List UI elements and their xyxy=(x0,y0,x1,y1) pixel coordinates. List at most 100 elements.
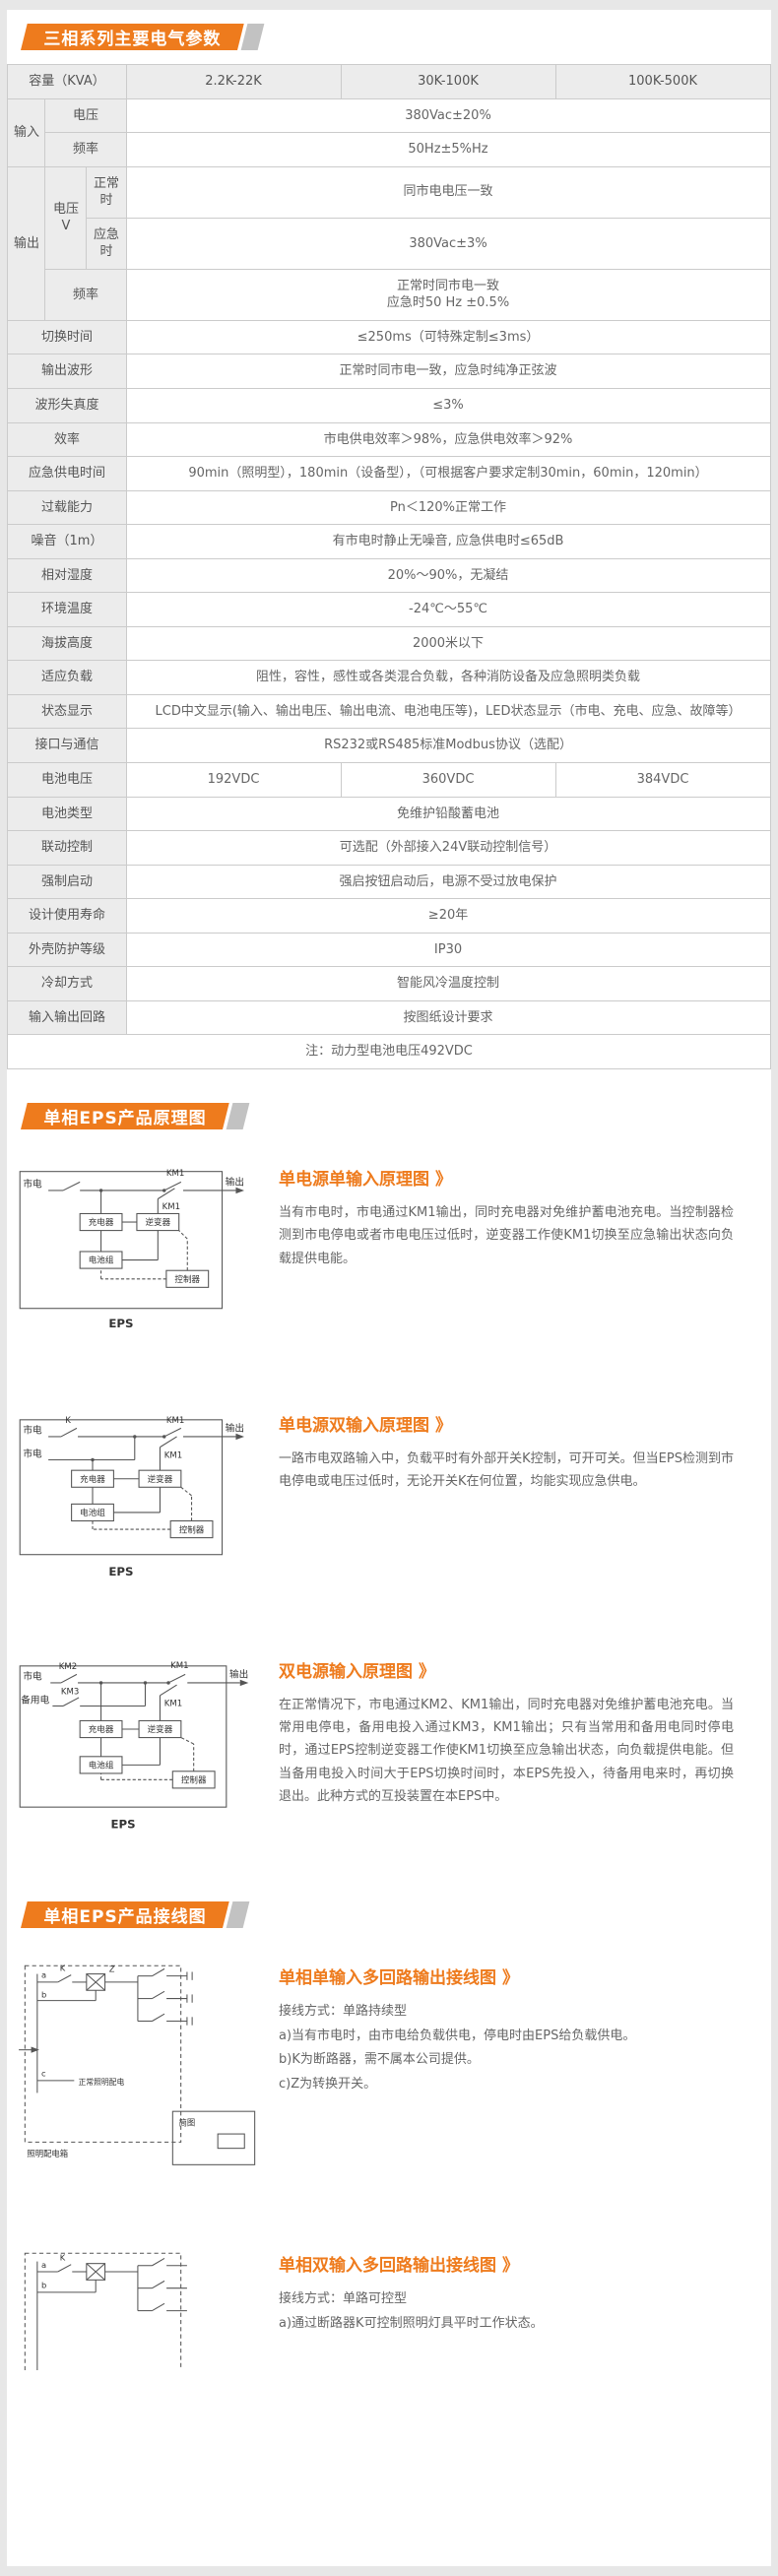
spec-value-cell: 强启按钮启动后，电源不受过放电保护 xyxy=(125,864,771,900)
km2-label: KM2 xyxy=(59,1662,77,1672)
lighting-box-label: 照明配电箱 xyxy=(27,2149,68,2158)
diagram-title-text: 单相双输入多回路输出接线图 xyxy=(279,2255,496,2276)
diagram-title: 单相单输入多回路输出接线图》 xyxy=(279,1964,734,1988)
km1-mid-label: KM1 xyxy=(162,1202,180,1212)
diagram-text-block: 双电源输入原理图》 在正常情况下，市电通过KM2、KM1输出，同时充电器对免维护… xyxy=(265,1647,763,1809)
circuit-diagram: 市电 KM1 KM1 充电器 电池组 逆变器 控制器 输出 EPS xyxy=(17,1155,265,1340)
eps-caption: EPS xyxy=(108,1317,133,1330)
spec-label-cell: 正常时 xyxy=(86,165,127,219)
spec-value-cell: 正常时同市电一致，应急时纯净正弦波 xyxy=(125,354,771,390)
circuit-diagram: 市电 K 市电 KM1 KM1 充电器 电池组 逆变器 控制器 输出 EPS xyxy=(17,1401,265,1586)
spec-value-cell: 380Vac±3% xyxy=(125,217,771,270)
battery-voltage-3: 384VDC xyxy=(554,762,771,798)
wiring-dual-input-multi-output: a K b xyxy=(24,2252,187,2370)
table-note: 注：动力型电池电压492VDC xyxy=(7,1034,771,1069)
diagram-text-block: 单相单输入多回路输出接线图》 接线方式：单路持续型 a)当有市电时，由市电给负载… xyxy=(265,1954,763,2097)
table-row: 强制启动强启按钮启动后，电源不受过放电保护 xyxy=(7,864,771,900)
wiring-note-line: c)Z为转换开关。 xyxy=(279,2077,377,2093)
table-row-input-voltage: 输入 电压 380Vac±20% xyxy=(7,97,771,167)
spec-value-cell: ≤3% xyxy=(125,388,771,423)
inverter-label: 逆变器 xyxy=(145,1216,170,1228)
table-row-battery-voltage: 电池电压 192VDC 360VDC 384VDC xyxy=(7,762,771,798)
spec-label-cell: 输入输出回路 xyxy=(7,999,127,1036)
spec-value-cell: 市电供电效率＞98%，应急供电效率＞92% xyxy=(125,421,771,458)
circuit-single-source-dual-input: 市电 K 市电 KM1 KM1 充电器 电池组 逆变器 控制器 输出 EPS xyxy=(19,1416,245,1578)
circuit-diagram: a K b xyxy=(17,2241,265,2370)
spec-value-cell: 有市电时静止无噪音, 应急供电时≤65dB xyxy=(125,524,771,559)
table-row: 冷却方式智能风冷温度控制 xyxy=(7,966,771,1001)
spec-value-cell: ≤250ms（可特殊定制≤3ms） xyxy=(125,319,771,355)
controller-label: 控制器 xyxy=(181,1773,207,1785)
spec-label-cell: 环境温度 xyxy=(7,592,127,627)
table-row: 噪音（1m）有市电时静止无噪音, 应急供电时≤65dB xyxy=(7,524,771,559)
table-row-output-voltage-normal: 输出 电压V 正常时 同市电电压一致 xyxy=(7,165,771,321)
spec-value-cell: 同市电电压一致 xyxy=(125,165,771,219)
banner-principle-label: 单相EPS产品原理图 xyxy=(43,1108,207,1128)
spec-value-cell: 按图纸设计要求 xyxy=(125,999,771,1036)
spec-value-cell: RS232或RS485标准Modbus协议（选配） xyxy=(125,728,771,764)
spec-value-cell: IP30 xyxy=(125,932,771,968)
table-row: 波形失真度≤3% xyxy=(7,388,771,423)
capacity-label: 容量（KVA） xyxy=(7,64,127,99)
spec-label-cell: 效率 xyxy=(7,421,127,458)
spec-label-cell: 接口与通信 xyxy=(7,728,127,764)
inverter-label: 逆变器 xyxy=(148,1723,173,1735)
wiring-single-input-multi-output: a K b Z c 正常照明配电 照明配电箱 简图 xyxy=(19,1963,256,2165)
diagram-description: 在正常情况下，市电通过KM2、KM1输出，同时充电器对免维护蓄电池充电。当常用电… xyxy=(279,1697,734,1805)
controller-label: 控制器 xyxy=(174,1273,200,1285)
capacity-range-3: 100K-500K xyxy=(554,64,771,99)
spec-label-cell: 频率 xyxy=(44,132,127,167)
diagram-description: 一路市电双路输入中，负载平时有外部开关K控制，可开可关。但当EPS检测到市电停电… xyxy=(279,1450,734,1490)
mains-label: 市电 xyxy=(23,1179,42,1191)
spec-label-cell: 电压V xyxy=(44,165,88,270)
phase-a-label: a xyxy=(41,2260,46,2270)
banner-principle-bar: 单相EPS产品原理图 xyxy=(21,1102,230,1129)
diagram-title-text: 单相单输入多回路输出接线图 xyxy=(279,1967,496,1988)
table-row: 适应负载阻性，容性，感性或各类混合负载，各种消防设备及应急照明类负载 xyxy=(7,660,771,695)
spec-label-cell: 应急供电时间 xyxy=(7,456,127,491)
mains-label-1: 市电 xyxy=(23,1425,42,1437)
spec-label-cell: 外壳防护等级 xyxy=(7,932,127,968)
spec-value-cell: 阻性，容性，感性或各类混合负载，各种消防设备及应急照明类负载 xyxy=(125,660,771,695)
wiring-note-line: 接线方式：单路可控型 xyxy=(279,2290,408,2306)
diagram-title-text: 单电源双输入原理图 xyxy=(279,1415,429,1436)
controller-label: 控制器 xyxy=(179,1523,205,1535)
battery-label: 电池组 xyxy=(89,1255,114,1266)
double-chevron-icon: 》 xyxy=(502,2255,519,2276)
battery-voltage-1: 192VDC xyxy=(125,762,342,798)
wiring-note-line: a)通过断路器K可控制照明灯具平时工作状态。 xyxy=(279,2315,544,2331)
wiring-diagram-dual-input: a K b 单相双输入多回路输出接线图》 接线方式：单路可控型 a)通过断路器K… xyxy=(17,2241,763,2370)
diagram-title: 单电源双输入原理图》 xyxy=(279,1411,734,1436)
banner-tail-decoration xyxy=(226,1900,250,1928)
inverter-label: 逆变器 xyxy=(148,1473,173,1485)
spec-label-cell: 输出波形 xyxy=(7,354,127,390)
spec-label-cell: 联动控制 xyxy=(7,830,127,866)
spec-label-cell: 强制启动 xyxy=(7,864,127,900)
table-row-output-voltage-emergency: 应急时 380Vac±3% xyxy=(8,217,771,270)
spec-value-cell: 可选配（外部接入24V联动控制信号） xyxy=(125,830,771,866)
spec-value-cell: Pn＜120%正常工作 xyxy=(125,489,771,526)
output-group-label: 输出 xyxy=(7,165,46,321)
charger-label: 充电器 xyxy=(89,1723,114,1735)
table-row-output-frequency: 频率 正常时同市电一致 应急时50 Hz ±0.5% xyxy=(8,268,771,321)
spec-label-cell: 频率 xyxy=(44,268,127,321)
wiring-note-line: 接线方式：单路持续型 xyxy=(279,2003,408,2019)
banner-wiring-bar: 单相EPS产品接线图 xyxy=(21,1900,230,1928)
km1-top-label: KM1 xyxy=(166,1416,184,1426)
section-banner-wiring: 单相EPS产品接线图 xyxy=(21,1900,771,1928)
phase-b-label: b xyxy=(41,2281,46,2290)
banner-params-bar: 三相系列主要电气参数 xyxy=(21,24,244,50)
section-banner-params: 三相系列主要电气参数 xyxy=(21,24,771,50)
capacity-range-2: 30K-100K xyxy=(340,64,556,99)
spec-value-cell: 智能风冷温度控制 xyxy=(125,966,771,1001)
banner-tail-decoration xyxy=(226,1102,250,1129)
diagram-title: 双电源输入原理图》 xyxy=(279,1657,734,1682)
page: 三相系列主要电气参数 容量（KVA） 2.2K-22K 30K-100K 100… xyxy=(7,10,771,2566)
phase-a-label: a xyxy=(41,1970,46,1980)
diagram-title-text: 双电源输入原理图 xyxy=(279,1661,413,1682)
circuit-diagram: 市电 KM2 备用电 KM3 KM1 KM1 充电器 电池组 逆变器 控制器 输… xyxy=(17,1647,265,1840)
